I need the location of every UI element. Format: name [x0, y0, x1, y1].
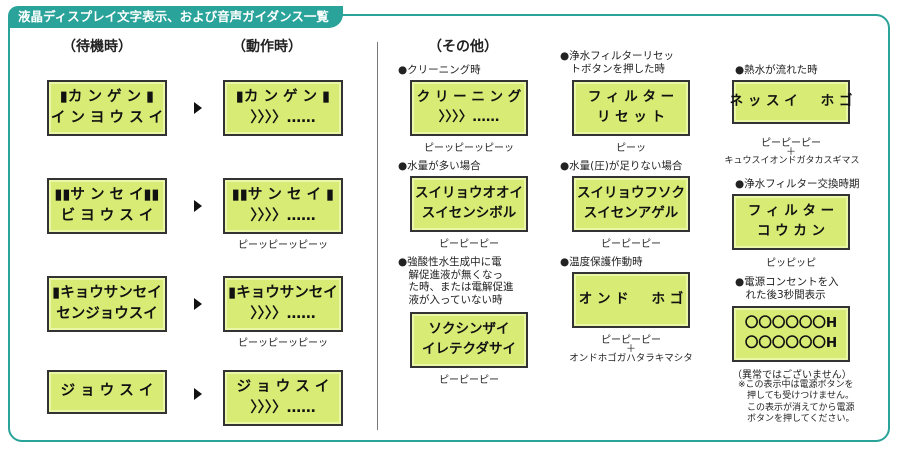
arrow-right-icon: [194, 102, 202, 114]
column-divider: [377, 42, 378, 430]
standby-header: （待機時）: [62, 39, 132, 55]
label-cleaning: ●クリーニング時: [398, 64, 481, 76]
arrow-right-icon: [194, 200, 202, 212]
sound-caption: ピッピッピ: [766, 258, 816, 269]
label-temp-protect: ●温度保護作動時: [560, 256, 643, 268]
sound-caption: ピーッピーッピーッ: [424, 143, 514, 154]
power-note: ※この表示中は電源ボタンを 押しても受けつけません。 この表示が消えてから電源 …: [738, 380, 855, 424]
lcd-filter-reset: フ ィ ル タ ー リ セ ッ ト: [572, 80, 690, 136]
label-power-on: ●電源コンセントを入 れた後3秒間表示: [735, 276, 839, 301]
sound-caption: ピーッ: [616, 143, 646, 154]
lcd-water-low: スイリョウフソク スイセンアゲル: [572, 176, 690, 232]
label-water-low: ●水量(圧)が足りない場合: [560, 160, 683, 172]
label-hot-water: ●熱水が流れた時: [735, 64, 818, 76]
sound-caption: ピーッピーッピーッ: [238, 240, 328, 251]
sound-caption: ピーッピーッピーッ: [238, 338, 328, 349]
lcd-operating-strong-acid: ▮キョウサンセイ 〉〉〉〉……: [223, 276, 343, 332]
lcd-operating-purified: ジ ョ ウ ス イ 〉〉〉〉……: [223, 370, 343, 426]
lcd-standby-strong-acid: ▮キョウサンセイ センジョウスイ: [47, 276, 167, 332]
lcd-operating-alkaline: ▮カ ン ゲ ン ▮ 〉〉〉〉……: [223, 80, 343, 136]
lcd-hot-water: ネ ッ ス イ ホ ゴ: [730, 80, 852, 124]
lcd-standby-alkaline: ▮カ ン ゲ ン ▮ イ ン ヨ ウ ス イ: [47, 80, 167, 136]
voice-caption: キュウスイオンドガタカスギマス: [724, 156, 860, 166]
arrow-right-icon: [194, 388, 202, 400]
other-header: （その他）: [428, 39, 498, 55]
lcd-strong-acid: ソクシンザイ イレテクダサイ: [410, 312, 528, 368]
sound-caption: ピーピーピー: [601, 239, 661, 250]
label-water-much: ●水量が多い場合: [398, 160, 481, 172]
panel-frame: [8, 14, 890, 442]
label-filter-reset: ●浄水フィルターリセッ トボタンを押した時: [560, 50, 674, 75]
lcd-operating-acidic: ▮▮サ ン セ イ ▮ 〉〉〉〉……: [223, 178, 343, 234]
operating-header: （動作時）: [232, 39, 302, 55]
sound-caption: ピーピーピー: [439, 239, 499, 250]
sound-caption: ピーピーピー: [439, 375, 499, 386]
lcd-power-on: 〇〇〇〇〇〇H 〇〇〇〇〇〇H: [732, 306, 850, 362]
label-strong-acid: ●強酸性水生成中に電 解促進液が無くなっ た時、または電解促進 液が入っていない…: [398, 256, 514, 306]
lcd-water-much: スイリョウオオイ スイセンシボル: [410, 176, 528, 232]
lcd-filter-change: フ ィ ル タ ー コ ウ カ ン: [732, 194, 850, 250]
lcd-standby-purified: ジ ョ ウ ス イ: [47, 370, 167, 414]
lcd-standby-acidic: ▮▮サ ン セ イ▮▮ ビ ヨ ウ ス イ: [47, 178, 167, 234]
plus-sign: ＋: [626, 344, 636, 355]
sound-caption: ピーピーピー: [601, 335, 661, 346]
lcd-temp-protect: オ ン ド ホ ゴ: [572, 272, 690, 328]
label-filter-change: ●浄水フィルター交換時期: [735, 178, 860, 190]
notice-caption: （異常ではございません）: [732, 370, 852, 381]
lcd-cleaning: ク リ ー ニ ン グ 〉〉〉〉……: [410, 80, 528, 136]
plus-sign: ＋: [786, 147, 796, 158]
arrow-right-icon: [194, 298, 202, 310]
voice-caption: オンドホゴガハタラキマシタ: [569, 353, 693, 364]
page-title: 液晶ディスプレイ文字表示、および音声ガイダンス一覧: [8, 6, 343, 28]
sound-caption: ピーピーピー: [761, 138, 821, 149]
